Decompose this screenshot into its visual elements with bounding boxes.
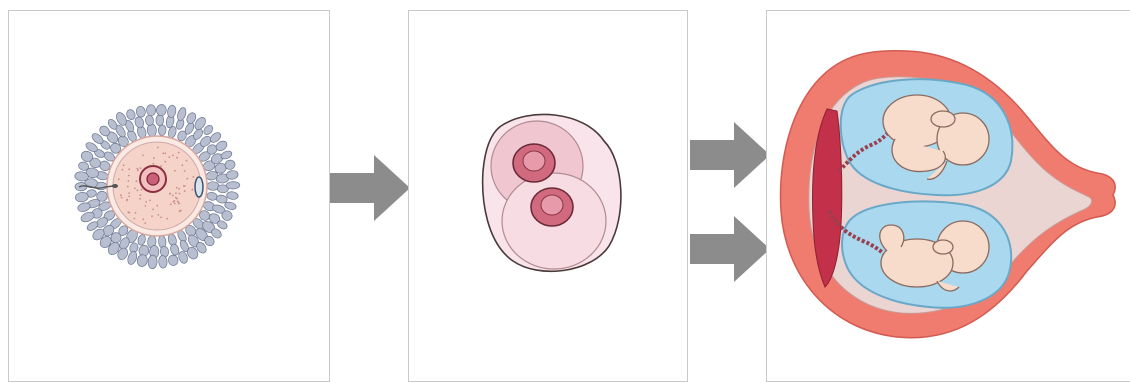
twins-uterus-illustration [767, 11, 1130, 383]
cytoplasm-granule [169, 156, 171, 158]
corona-cell [226, 191, 238, 200]
cytoplasm-granule [153, 157, 155, 159]
corona-cell [136, 254, 148, 267]
cytoplasm-granule [126, 200, 128, 202]
cytoplasm-granule [178, 152, 180, 154]
cytoplasm-granule [166, 218, 168, 220]
cytoplasm-granule [174, 200, 176, 202]
cytoplasm-granule [128, 180, 130, 182]
panel-fertilized-egg [8, 10, 330, 382]
cytoplasm-granule [142, 219, 144, 221]
cytoplasm-granule [165, 153, 167, 155]
two-cell-illustration [409, 11, 689, 383]
cytoplasm-granule [160, 165, 162, 167]
cytoplasm-granule [172, 155, 174, 157]
corona-cell [156, 114, 164, 125]
cytoplasm-granule [128, 168, 130, 170]
cytoplasm-granule [149, 200, 151, 202]
cytoplasm-granule [136, 168, 138, 170]
fertilized-egg-illustration [9, 11, 331, 383]
cytoplasm-granule [145, 201, 147, 203]
cytoplasm-granule [142, 155, 144, 157]
corona-cell [145, 115, 154, 126]
cytoplasm-granule [162, 152, 164, 154]
cytoplasm-granule [179, 193, 181, 195]
corona-cell [148, 255, 158, 269]
cytoplasm-granule [157, 214, 159, 216]
cytoplasm-granule [128, 175, 130, 177]
cytoplasm-granule [160, 217, 162, 219]
cytoplasm-granule [144, 222, 146, 224]
cytoplasm-granule [174, 170, 176, 172]
cytoplasm-granule [121, 197, 123, 199]
corona-cell [167, 254, 179, 266]
cytoplasm-granule [178, 188, 180, 190]
cytoplasm-granule [118, 178, 120, 180]
nucleolus-top [523, 151, 545, 171]
corona-cell [158, 255, 167, 268]
nucleolus-bottom [541, 195, 563, 215]
egg-nucleolus [147, 173, 159, 185]
cytoplasm-granule [186, 178, 188, 180]
corona-cell [146, 104, 156, 116]
cytoplasm-granule [128, 192, 130, 194]
cytoplasm-granule [137, 190, 139, 192]
cytoplasm-granule [129, 212, 131, 214]
cytoplasm-granule [136, 180, 138, 182]
corona-cell [125, 108, 136, 120]
cytoplasm-granule [176, 157, 178, 159]
cytoplasm-granule [152, 209, 154, 211]
cytoplasm-granule [191, 189, 193, 191]
cytoplasm-granule [141, 189, 143, 191]
cytoplasm-granule [123, 164, 125, 166]
cytoplasm-granule [156, 205, 158, 207]
cytoplasm-granule [178, 201, 180, 203]
cytoplasm-granule [182, 164, 184, 166]
corona-cell [126, 250, 138, 266]
cytoplasm-granule [184, 170, 186, 172]
cytoplasm-granule [183, 185, 185, 187]
cytoplasm-granule [175, 192, 177, 194]
cytoplasm-granule [120, 194, 122, 196]
cytoplasm-granule [164, 161, 166, 163]
cytoplasm-granule [186, 160, 188, 162]
polar-body [195, 177, 203, 197]
cytoplasm-granule [192, 176, 194, 178]
cytoplasm-granule [135, 212, 137, 214]
cytoplasm-granule [157, 147, 159, 149]
cytoplasm-granule [122, 169, 124, 171]
cytoplasm-granule [153, 163, 155, 165]
cytoplasm-granule [151, 215, 153, 217]
corona-cell [158, 125, 166, 136]
cytoplasm-granule [139, 198, 141, 200]
cytoplasm-granule [128, 196, 130, 198]
cytoplasm-granule [137, 169, 139, 171]
panel-twins-in-uterus [766, 10, 1130, 382]
corona-cell [156, 104, 166, 116]
cytoplasm-granule [134, 218, 136, 220]
corona-cell [226, 181, 240, 189]
cytoplasm-granule [176, 187, 178, 189]
cytoplasm-granule [184, 190, 186, 192]
cytoplasm-granule [127, 186, 129, 188]
cytoplasm-granule [170, 203, 172, 205]
corona-cell [176, 107, 188, 122]
panel-two-cell-division [408, 10, 688, 382]
cytoplasm-granule [179, 210, 181, 212]
cytoplasm-granule [169, 193, 171, 195]
cytoplasm-granule [174, 203, 176, 205]
right-arrow-icon [690, 122, 770, 188]
sperm-head [112, 184, 118, 188]
cytoplasm-granule [140, 194, 142, 196]
cytoplasm-granule [176, 198, 178, 200]
right-arrow-icon [330, 155, 410, 221]
corona-cell [135, 105, 146, 117]
cytoplasm-granule [140, 167, 142, 169]
corona-cell [137, 234, 147, 246]
cytoplasm-granule [172, 195, 174, 197]
cytoplasm-granule [145, 205, 147, 207]
cytoplasm-granule [134, 188, 136, 190]
right-arrow-icon [690, 216, 770, 282]
